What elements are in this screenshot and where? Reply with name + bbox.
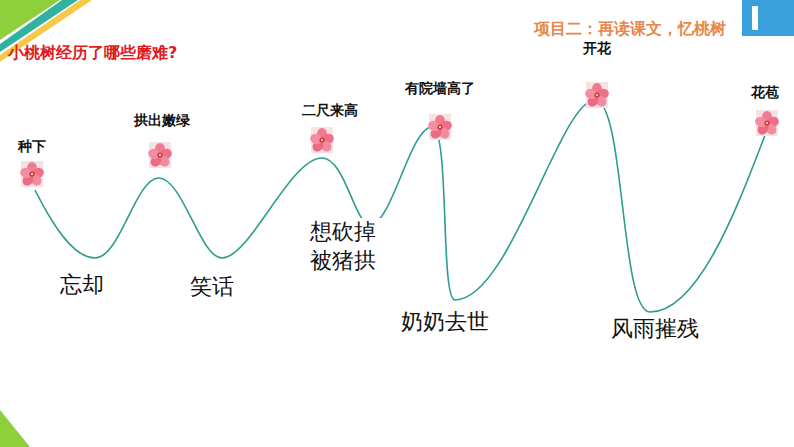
slide-question: 小桃树经历了哪些磨难? — [8, 44, 177, 62]
valley-label: 风雨摧残 — [609, 316, 701, 341]
valley-label: 奶奶去世 — [399, 309, 491, 334]
peak-label: 种下 — [18, 138, 46, 154]
corner-stripe — [0, 410, 30, 447]
peach-flower — [754, 110, 781, 137]
peach-flower — [584, 82, 611, 109]
valley-label: 忘却 — [58, 272, 106, 297]
peach-flower — [19, 161, 46, 188]
peach-flower — [147, 142, 174, 169]
peak-label: 拱出嫩绿 — [134, 112, 190, 128]
corner-bar — [742, 0, 794, 36]
corner-bar — [752, 6, 758, 30]
slide-heading: 项目二：再读课文，忆桃树 — [534, 20, 726, 38]
peach-flower — [427, 114, 454, 141]
valley-label: 想砍掉 被猪拱 — [308, 218, 385, 275]
peak-label: 有院墙高了 — [405, 80, 475, 96]
peak-label: 花苞 — [751, 84, 779, 100]
valley-label: 笑话 — [188, 274, 236, 299]
peak-label: 二尺来高 — [302, 102, 358, 118]
peak-label: 开花 — [583, 40, 611, 56]
wave-curve — [35, 100, 767, 312]
peach-flower — [309, 127, 336, 154]
